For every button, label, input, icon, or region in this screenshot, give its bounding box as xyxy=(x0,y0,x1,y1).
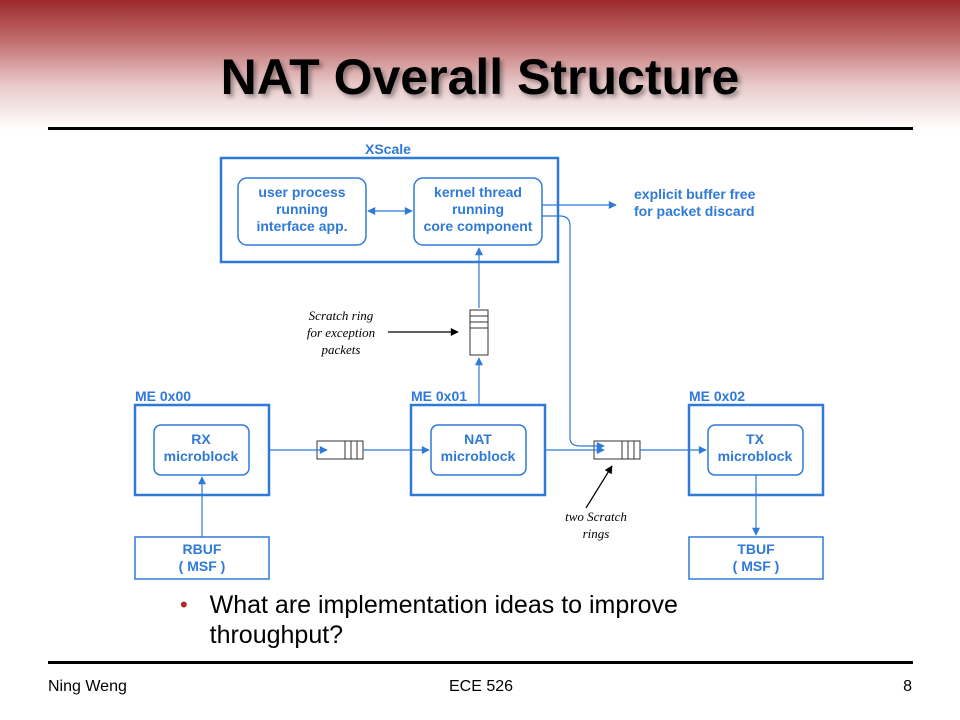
nat-line-2: microblock xyxy=(441,448,516,464)
me2-label: ME 0x02 xyxy=(689,388,745,404)
tbuf-box: TBUF ( MSF ) xyxy=(688,536,824,580)
two-rings-line-2: rings xyxy=(583,526,610,541)
scratch-note-line-1: Scratch ring xyxy=(309,308,374,323)
kernel-to-tx-ring-arrow xyxy=(542,215,605,450)
buffer-free-line-2: for packet discard xyxy=(634,203,755,219)
exception-scratch-ring xyxy=(469,309,489,356)
user-process-line-2: running xyxy=(276,201,328,217)
nat-line-1: NAT xyxy=(464,431,492,447)
rbuf-line-2: ( MSF ) xyxy=(179,558,226,574)
me0-label: ME 0x00 xyxy=(135,388,191,404)
tx-line-1: TX xyxy=(746,431,765,447)
tx-line-2: microblock xyxy=(718,448,793,464)
bottom-divider xyxy=(48,661,913,664)
top-divider xyxy=(48,127,913,130)
bullet-item: • What are implementation ideas to impro… xyxy=(180,590,740,650)
tx-microblock: TX microblock xyxy=(707,424,804,476)
scratch-note-line-2: for exception xyxy=(307,325,375,340)
nat-microblock: NAT microblock xyxy=(430,424,527,476)
footer-course: ECE 526 xyxy=(448,678,514,695)
footer-author: Ning Weng xyxy=(48,678,127,695)
rx-line-1: RX xyxy=(191,431,211,447)
rbuf-box: RBUF ( MSF ) xyxy=(134,536,270,580)
xscale-box xyxy=(219,156,560,264)
footer-page-number: 8 xyxy=(903,678,912,695)
user-process-line-3: interface app. xyxy=(256,218,347,234)
user-process-box: user process running interface app. xyxy=(237,177,367,246)
tbuf-line-2: ( MSF ) xyxy=(733,558,780,574)
kernel-thread-line-1: kernel thread xyxy=(434,184,522,200)
two-rings-line-1: two Scratch xyxy=(565,509,627,524)
tbuf-line-1: TBUF xyxy=(737,541,775,557)
kernel-thread-line-3: core component xyxy=(424,218,533,234)
kernel-thread-box: kernel thread running core component xyxy=(413,177,543,246)
title-bar-gradient xyxy=(0,0,960,130)
rbuf-line-1: RBUF xyxy=(183,541,222,557)
buffer-free-line-1: explicit buffer free xyxy=(634,186,756,202)
two-rings-pointer xyxy=(585,465,613,509)
me1-label: ME 0x01 xyxy=(411,388,467,404)
rx-line-2: microblock xyxy=(164,448,239,464)
user-process-line-1: user process xyxy=(258,184,345,200)
bullet-dot: • xyxy=(180,592,188,617)
rx-microblock: RX microblock xyxy=(153,424,250,476)
scratch-note-line-3: packets xyxy=(321,342,361,357)
kernel-thread-line-2: running xyxy=(452,201,504,217)
bullet-text: What are implementation ideas to improve… xyxy=(209,591,678,649)
xscale-label: XScale xyxy=(365,141,411,157)
slide-title: NAT Overall Structure xyxy=(220,49,740,105)
